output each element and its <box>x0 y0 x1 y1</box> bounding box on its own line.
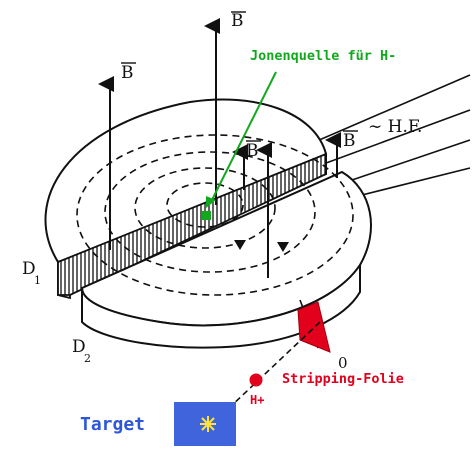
b-label: B <box>231 11 244 31</box>
d2-subscript: 2 <box>84 352 91 365</box>
hf-label: ∼ H.F. <box>368 117 422 137</box>
stripping-foil-shape <box>297 301 331 353</box>
b-label: B <box>246 141 259 161</box>
origin-label: 0 <box>338 354 348 372</box>
b-label: B <box>121 63 134 83</box>
d1-subscript: 1 <box>34 274 41 287</box>
h-plus-label: H+ <box>250 393 264 407</box>
green-dot-icon <box>202 211 211 220</box>
target-label: Target <box>80 414 145 435</box>
d2-label: D <box>72 337 86 357</box>
orbit-arrows <box>234 240 289 252</box>
ion-source-pointer-head <box>206 196 216 208</box>
stripping-foil-label: Stripping-Folie <box>282 371 404 387</box>
dee-d2 <box>80 170 372 349</box>
d1-label: D <box>22 259 36 279</box>
b-label: B <box>343 131 356 151</box>
spark-icon <box>200 416 216 432</box>
proton-dot-icon <box>249 373 263 387</box>
b-field-arrows <box>98 18 341 278</box>
ion-source-pointer <box>211 71 277 201</box>
ion-source-label: Jonenquelle für H- <box>250 48 396 64</box>
dee-d1 <box>44 98 327 300</box>
extraction-beam-path <box>209 321 321 427</box>
